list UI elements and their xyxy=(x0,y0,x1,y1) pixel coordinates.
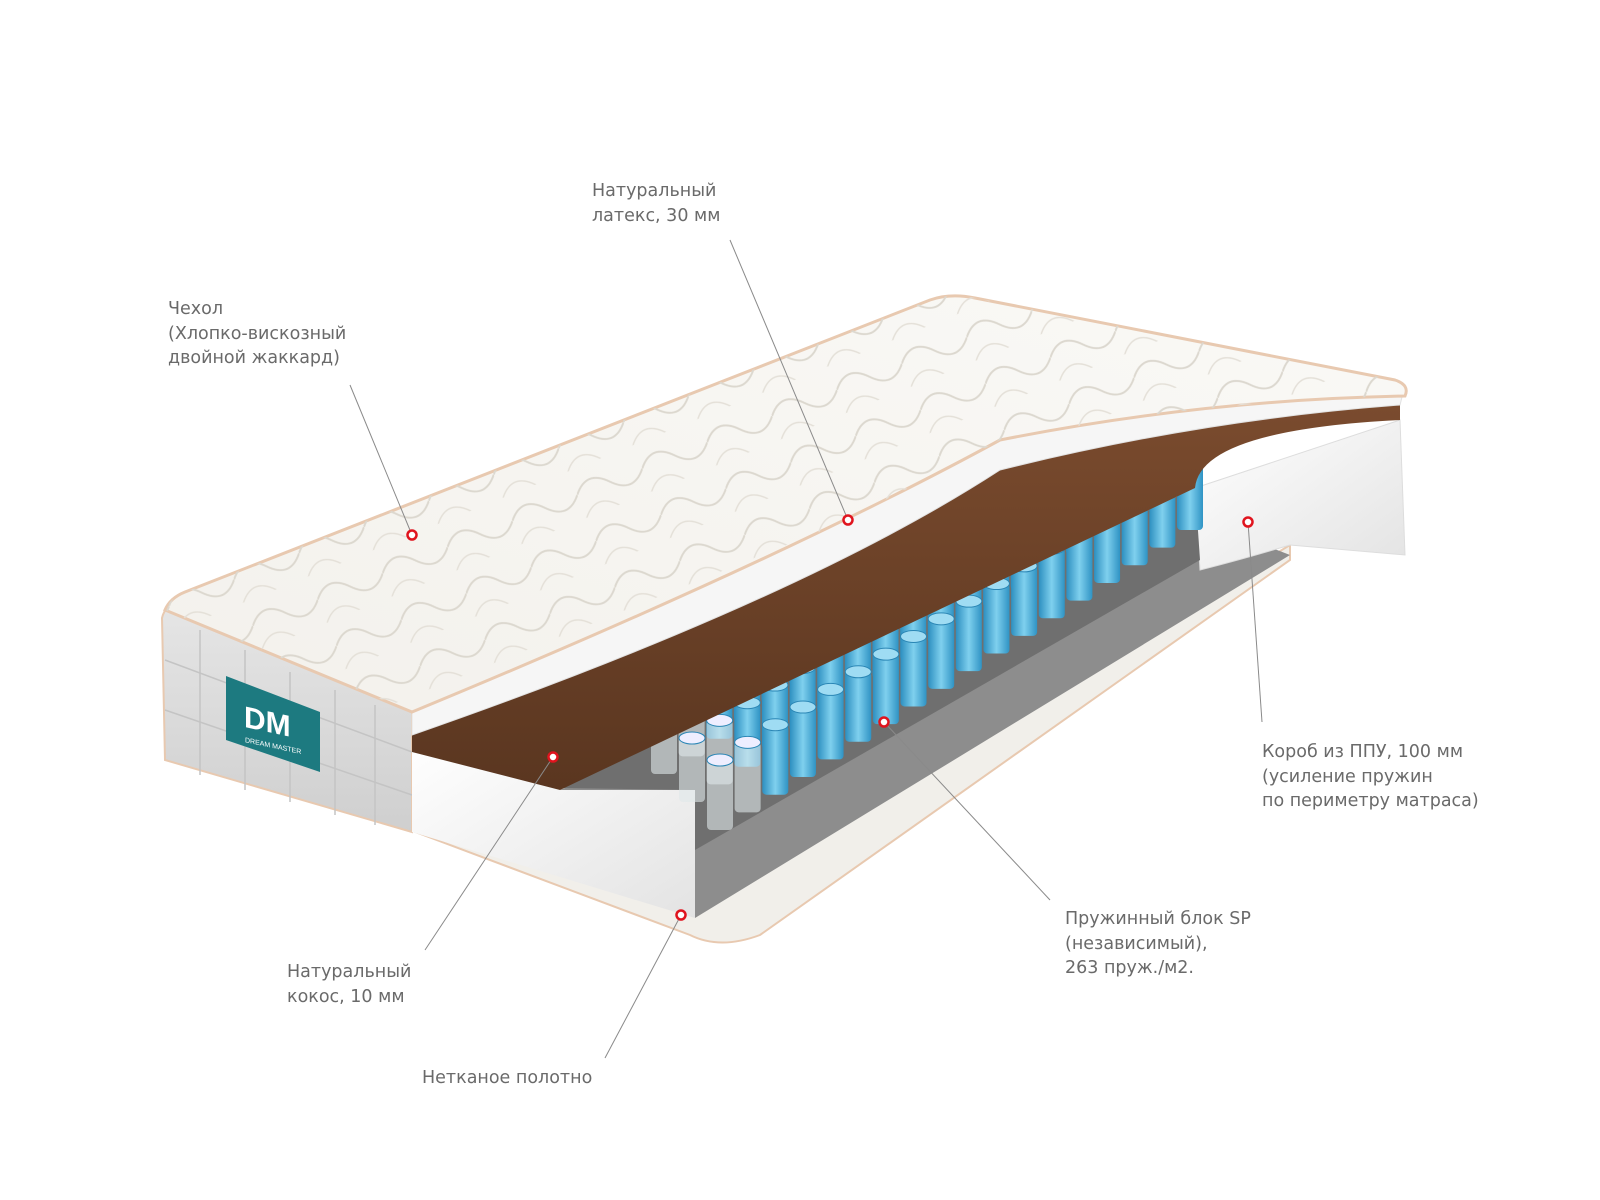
callout-line: Нетканое полотно xyxy=(422,1068,593,1088)
marker-latex xyxy=(842,514,854,526)
callout-line: 263 пруж./м2. xyxy=(1065,958,1194,978)
callout-line: латекс, 30 мм xyxy=(592,205,721,226)
callout-latex: Натуральный латекс, 30 мм xyxy=(592,179,720,228)
coconut-layer xyxy=(412,405,1400,790)
callout-line: (независимый), xyxy=(1065,933,1208,954)
spring-coil xyxy=(844,665,872,742)
callout-foam-box: Короб из ППУ, 100 мм (усиление пружин по… xyxy=(1262,740,1479,814)
marker-nonwoven xyxy=(675,909,687,921)
callout-line: по периметру матраса) xyxy=(1262,791,1479,811)
spring-coil xyxy=(927,612,955,689)
spring-coil xyxy=(982,577,1010,654)
callout-line: Короб из ППУ, 100 мм xyxy=(1262,742,1464,762)
spring-coil xyxy=(955,594,983,672)
callout-line: Натуральный xyxy=(592,181,717,201)
callout-line: Чехол xyxy=(168,299,224,319)
spring-coil xyxy=(761,718,789,795)
leader-lines xyxy=(349,239,1263,1059)
callout-line: двойной жаккард) xyxy=(168,348,340,368)
spring-coil xyxy=(817,682,845,760)
marker-coconut xyxy=(547,751,559,763)
callout-coconut: Натуральный кокос, 10 мм xyxy=(287,960,411,1009)
marker-spring-block xyxy=(878,716,890,728)
foam-box-right xyxy=(1194,419,1406,571)
callout-nonwoven: Нетканое полотно xyxy=(422,1066,592,1091)
callout-spring-block: Пружинный блок SP (независимый), 263 пру… xyxy=(1065,907,1251,981)
spring-coil xyxy=(734,735,762,813)
callout-line: (усиление пружин xyxy=(1262,766,1433,787)
spring-coil xyxy=(872,647,900,725)
spring-coil xyxy=(900,629,928,707)
callout-line: Пружинный блок SP xyxy=(1065,909,1251,929)
markers xyxy=(406,514,1254,921)
callout-line: (Хлопко-вискозный xyxy=(168,323,347,344)
marker-foam-box xyxy=(1242,516,1254,528)
marker-cover xyxy=(406,529,418,541)
spring-coil xyxy=(789,700,817,778)
brand-logo: DM DREAM MASTER xyxy=(226,676,320,772)
spring-coil xyxy=(678,731,706,802)
callout-cover: Чехол (Хлопко-вискозный двойной жаккард) xyxy=(168,297,346,371)
spring-coil xyxy=(706,753,734,830)
foam-box-front xyxy=(412,742,695,918)
callout-line: кокос, 10 мм xyxy=(287,986,405,1007)
callout-line: Натуральный xyxy=(287,962,412,982)
